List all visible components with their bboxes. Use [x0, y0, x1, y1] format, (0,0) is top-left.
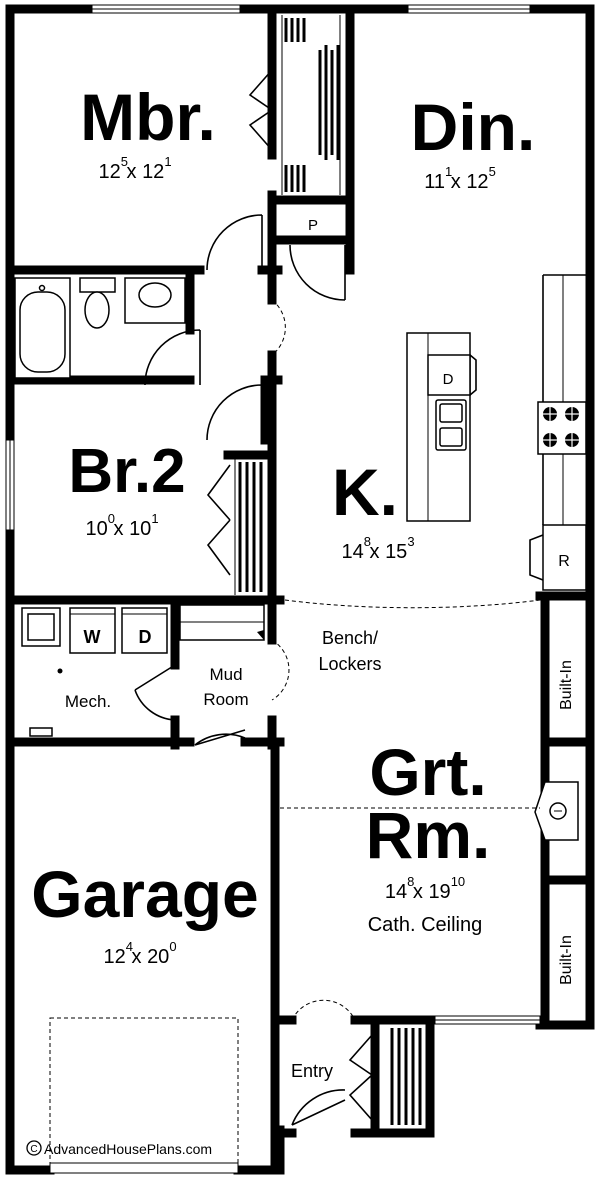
bench-label-2: Lockers [318, 654, 381, 674]
doors [134, 214, 541, 1126]
pantry-label: P [308, 217, 318, 234]
copyright-text: AdvancedHousePlans.com [44, 1141, 212, 1157]
window-mbr [91, 4, 241, 14]
dryer-fixture: D [121, 607, 168, 654]
dryer-label: D [139, 627, 152, 647]
kitchen-island: D [406, 332, 477, 522]
room-br2-size: 100 x 101 [85, 511, 158, 540]
room-kitchen-name: K. [332, 455, 398, 529]
sink-fixture [124, 277, 186, 324]
room-kitchen-size: 148 x 153 [341, 534, 414, 563]
window-grt [434, 1015, 541, 1025]
bench-label-1: Bench/ [322, 628, 378, 648]
builtin-top-label: Built-In [558, 660, 575, 710]
room-great-room: Grt. Rm. 148 x 1910 Cath. Ceiling [366, 735, 491, 936]
kitchen-counter [542, 274, 586, 525]
mech-label: Mech. [65, 692, 111, 711]
room-garage: Garage 124 x 200 [31, 857, 258, 968]
entry-label: Entry [291, 1061, 333, 1081]
room-grt-note: Cath. Ceiling [368, 914, 483, 936]
pantry: P [308, 217, 318, 234]
mbr-closet-shelving [248, 15, 341, 195]
window-din [407, 4, 531, 14]
br2-closet-shelving [206, 450, 273, 595]
bathtub-fixture [14, 277, 71, 379]
water-heater-fixture [29, 668, 63, 737]
room-grt-name-1: Grt. [369, 735, 486, 809]
room-garage-size: 124 x 200 [103, 939, 176, 968]
builtin-bottom-label: Built-In [558, 935, 575, 985]
room-din: Din. 111 x 125 [411, 90, 536, 193]
room-grt-name-2: Rm. [366, 798, 491, 872]
mud-bench [179, 604, 265, 641]
entry-closet-shelving [348, 1015, 422, 1138]
garage-door [49, 1017, 239, 1174]
mud-label-2: Room [203, 690, 248, 709]
washer-fixture: W [69, 607, 116, 654]
copyright-icon [26, 1140, 42, 1156]
copyright-symbol: C [30, 1144, 37, 1155]
copyright: C AdvancedHousePlans.com [26, 1140, 212, 1157]
utility-sink-fixture [21, 607, 61, 647]
builtin-top: Built-In [558, 660, 575, 710]
room-mbr: Mbr. 125 x 121 [80, 80, 216, 183]
room-din-size: 111 x 125 [424, 164, 496, 193]
room-din-name: Din. [411, 90, 536, 164]
fireplace [534, 781, 579, 841]
dishwasher-label: D [443, 371, 454, 388]
room-kitchen: K. 148 x 153 [332, 455, 415, 563]
mud-label-1: Mud [209, 665, 242, 684]
room-br2-name: Br.2 [68, 437, 185, 506]
refrigerator-label: R [558, 553, 570, 570]
window-br2 [5, 439, 15, 531]
range-fixture [537, 401, 587, 455]
room-mbr-name: Mbr. [80, 80, 216, 154]
room-garage-name: Garage [31, 857, 258, 931]
room-mbr-size: 125 x 121 [98, 154, 171, 183]
room-grt-size: 148 x 1910 [385, 874, 465, 903]
room-br2: Br.2 100 x 101 [68, 437, 185, 540]
walls [5, 4, 595, 1175]
toilet-fixture [79, 277, 116, 329]
builtin-bottom: Built-In [558, 935, 575, 985]
washer-label: W [84, 627, 101, 647]
refrigerator-fixture: R [529, 524, 587, 591]
